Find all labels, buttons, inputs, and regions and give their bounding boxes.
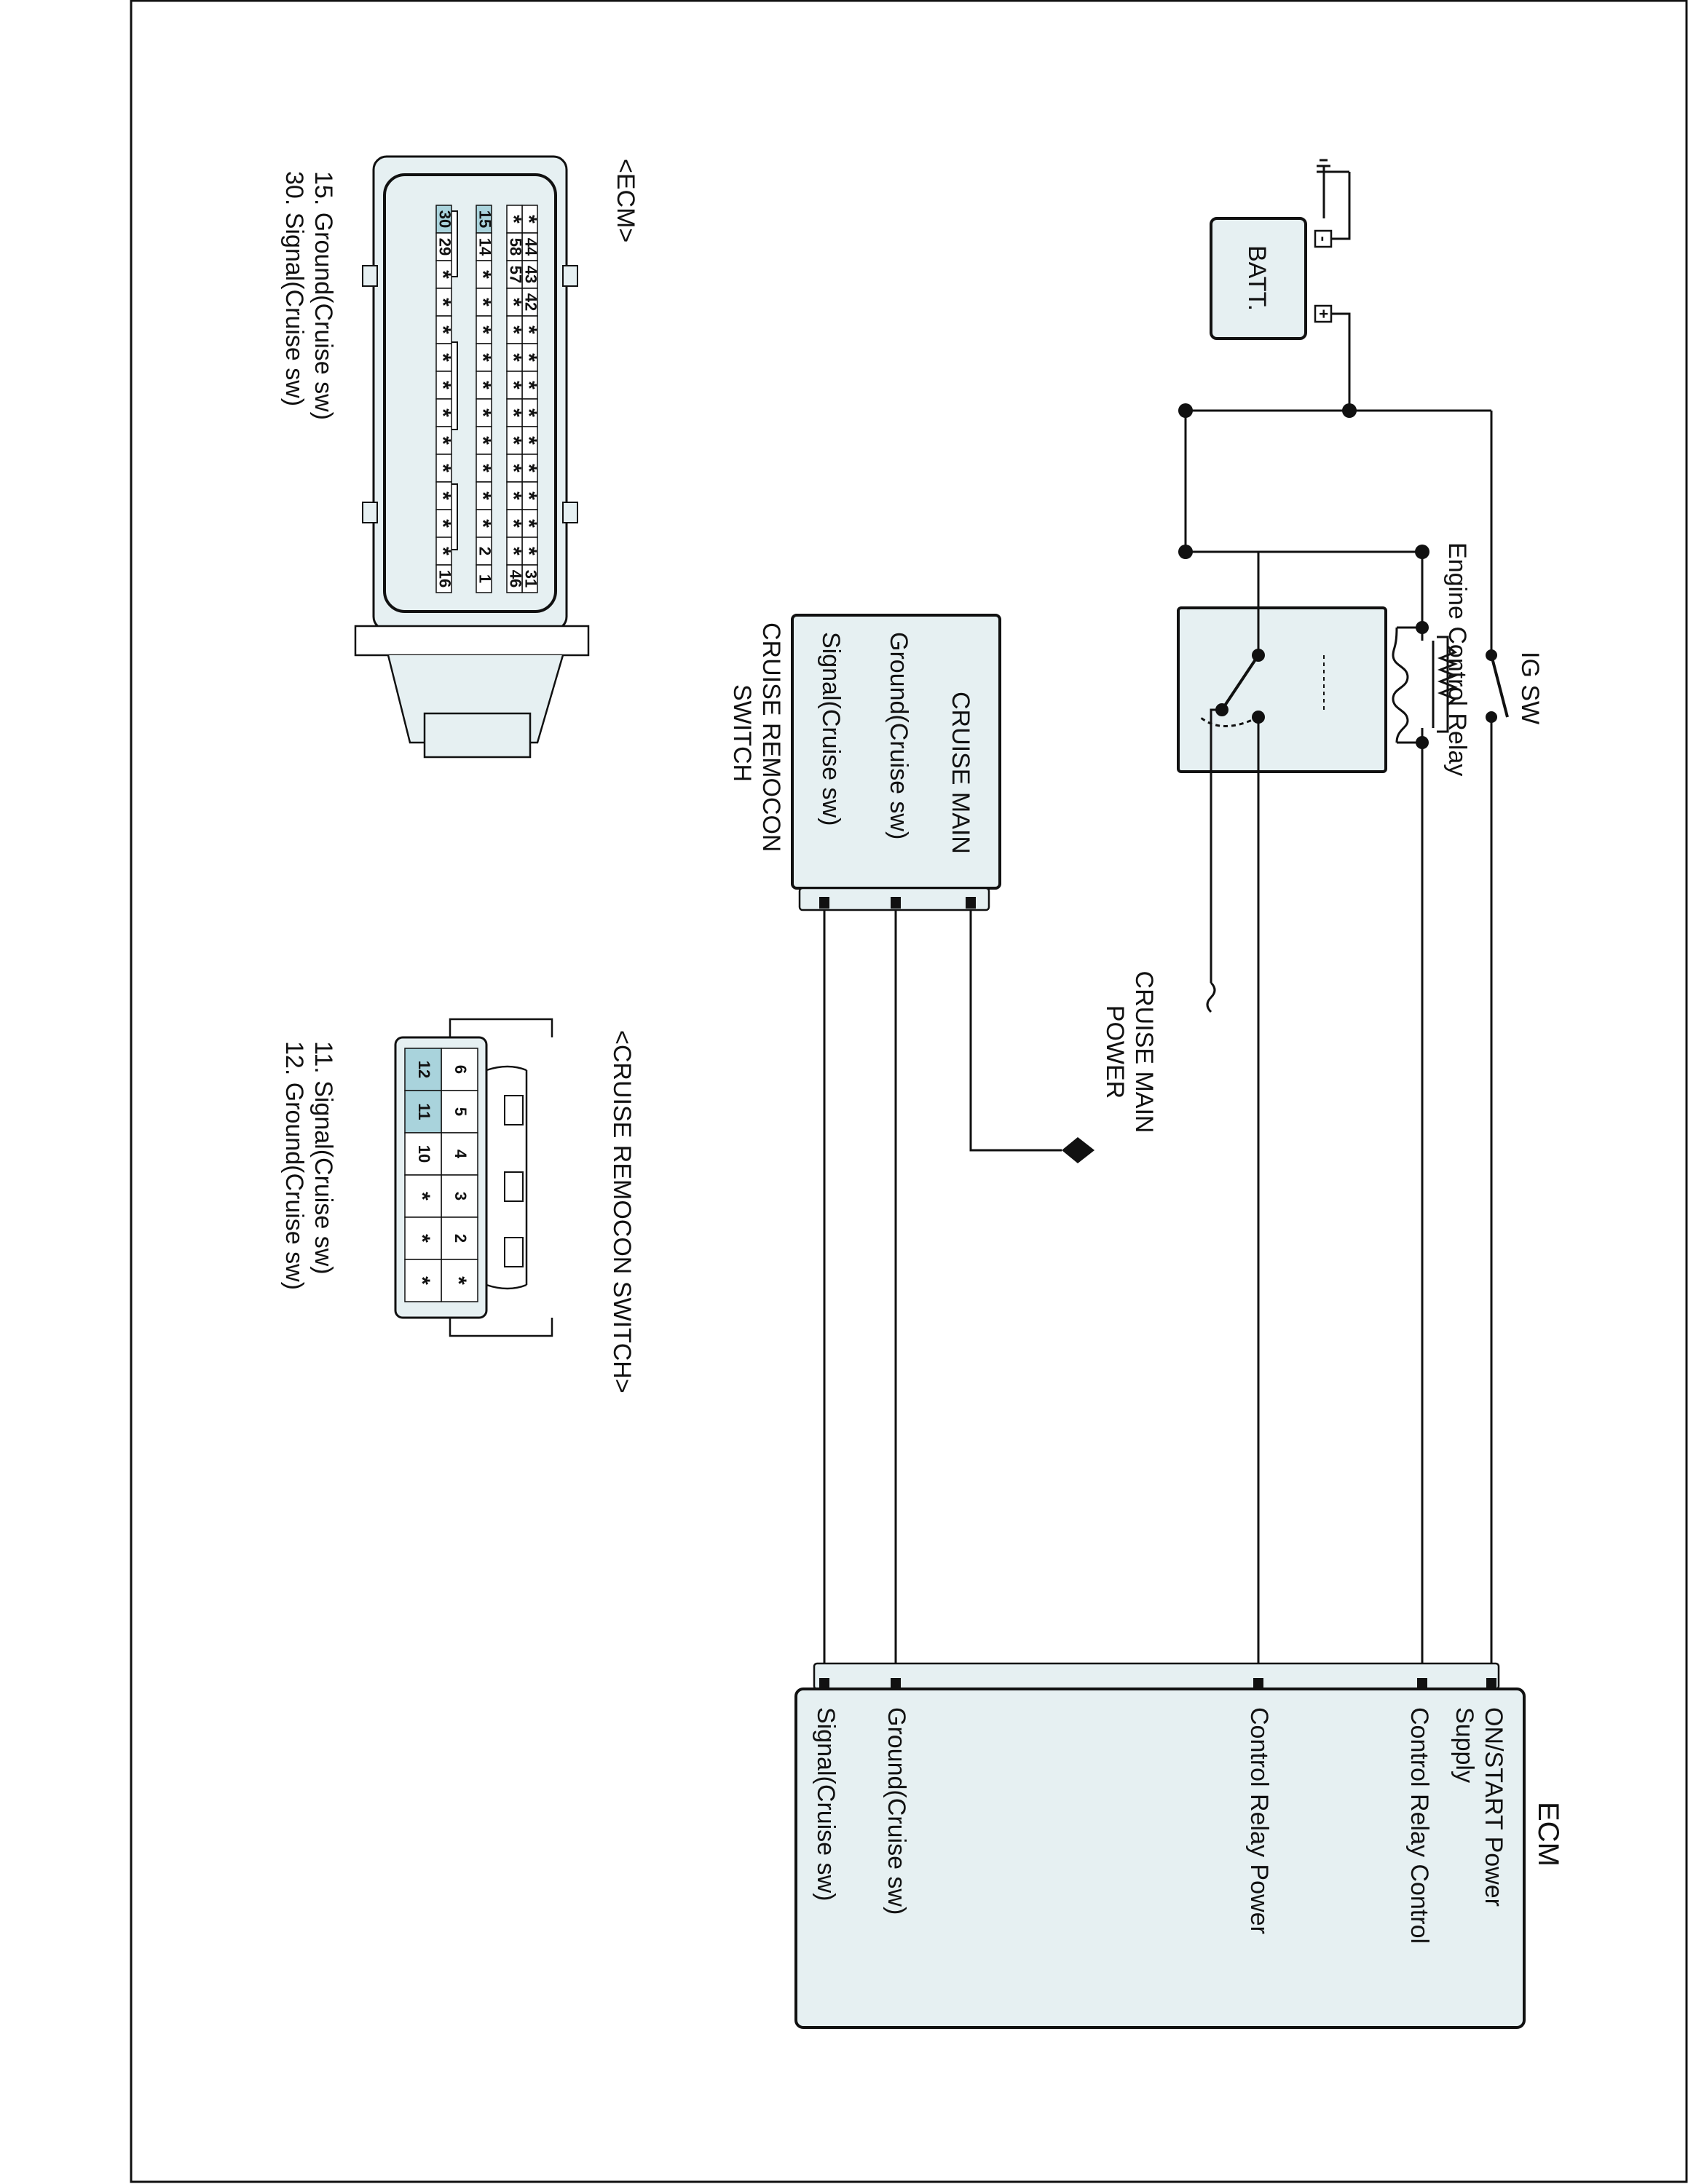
ecm-connector-pin-label: *: [431, 325, 455, 334]
ecm-connector-pin-label: *: [471, 408, 495, 417]
remocon-connector-pin-label: 4: [451, 1150, 470, 1159]
ecm-connector-pin-label: *: [471, 381, 495, 389]
ig-switch: IG SW: [1486, 411, 1544, 1693]
engine-control-relay: Engine Control Relay: [1177, 411, 1471, 1693]
ecm-connector-pin-label: *: [471, 464, 495, 472]
ecm-connector-pin-label: *: [502, 519, 526, 528]
ecm-legend-2: 30. Signal(Cruise sw): [280, 171, 308, 406]
ecm-connector-pin-label: *: [502, 298, 526, 306]
ecm-connector-pin-label: *: [431, 436, 455, 445]
ecm-connector-pin-label: 16: [436, 570, 454, 587]
cruise-power-label-2: POWER: [1101, 1005, 1129, 1099]
ecm-connector-pin-label: *: [431, 464, 455, 472]
ecm-pin-1-line2: Supply: [1451, 1707, 1478, 1783]
ecm-connector-pin-label: *: [431, 519, 455, 528]
remocon-connector-pin-label: *: [410, 1276, 434, 1285]
ecm-connector-pin-label: *: [431, 547, 455, 555]
ecm-pin-2: Control Relay Control: [1405, 1707, 1433, 1944]
ecm-connector-pin-label: *: [502, 215, 526, 223]
ecm-connector-pin-label: 30: [436, 210, 454, 228]
remocon-connector-pin-label: 12: [415, 1061, 433, 1078]
ecm-connector-pin-label: *: [502, 408, 526, 417]
ecm-connector-pin-label: 44: [522, 238, 540, 256]
ecm-connector: <ECM> *444342*********31*5857**********4…: [280, 155, 639, 759]
battery: - + BATT.: [1210, 159, 1333, 340]
ecm-title: ECM: [1532, 1802, 1564, 1867]
ecm-connector-pin-label: *: [502, 436, 526, 445]
remocon-connector-pin-label: 6: [451, 1065, 470, 1074]
ecm-connector-pin-label: *: [431, 381, 455, 389]
ecm-connector-title: <ECM>: [612, 159, 639, 242]
cruise-main-title: CRUISE MAIN: [947, 692, 974, 854]
ecm-connector-pin-label: *: [471, 353, 495, 362]
ecm-connector-pin-label: *: [431, 353, 455, 362]
relay-label: Engine Control Relay: [1443, 542, 1471, 776]
ecm-connector-cell: [435, 564, 452, 593]
ecm-connector-pin-label: *: [471, 270, 495, 279]
ig-switch-label: IG SW: [1516, 652, 1544, 724]
ecm-connector-pin-label: 43: [522, 266, 540, 283]
ecm-connector-pin-label: *: [431, 298, 455, 306]
ecm-connector-pin-label: *: [431, 491, 455, 500]
remocon-connector-cell: [404, 1259, 442, 1302]
battery-pos: +: [1314, 309, 1333, 319]
ecm-connector-pin-label: *: [431, 270, 455, 279]
ecm-connector-pin-label: *: [431, 408, 455, 417]
remocon-legend-1: 11. Signal(Cruise sw): [309, 1041, 337, 1275]
ecm-pin-3: Control Relay Power: [1245, 1707, 1273, 1934]
ecm-pin-1-line1: ON/START Power: [1480, 1707, 1507, 1907]
ecm-connector-pin-label: 57: [507, 266, 525, 283]
remocon-connector-grid: 6 5 4 3 2 * 12 11 10 * * *: [404, 1048, 478, 1302]
cruise-power-label-1: CRUISE MAIN: [1130, 971, 1158, 1133]
ecm-connector-pin-label: *: [471, 519, 495, 528]
page-frame: [130, 0, 1688, 2183]
ecm-connector-pin-label: *: [502, 547, 526, 555]
battery-neg: -: [1314, 236, 1333, 241]
remocon-connector-pin-label: *: [446, 1276, 470, 1285]
ecm-connector-pin-label: 42: [522, 293, 540, 311]
ecm-connector-pin-label: *: [502, 491, 526, 500]
ecm-pin-5: Signal(Cruise sw): [812, 1707, 840, 1901]
remocon-legend-2: 12. Ground(Cruise sw): [280, 1041, 308, 1290]
ecm-connector-cell: [506, 564, 523, 593]
ecm-connector-pin-label: *: [502, 325, 526, 334]
ecm-connector-pin-label: *: [502, 353, 526, 362]
cruise-main-switch-box: CRUISE MAIN Ground(Cruise sw) Signal(Cru…: [728, 614, 1001, 911]
remocon-connector-pin-label: 11: [415, 1103, 433, 1120]
ecm-connector-pin-label: 31: [522, 570, 540, 587]
remocon-connector-pin-label: 5: [451, 1107, 470, 1116]
remocon-connector-title: <CRUISE REMOCON SWITCH>: [608, 1030, 636, 1393]
ecm-connector-cell: [476, 564, 492, 593]
ecm-connector-pin-label: 2: [476, 547, 494, 555]
remocon-connector: <CRUISE REMOCON SWITCH> 65432*121110*** …: [280, 1018, 636, 1393]
cruise-remocon-name-1: CRUISE REMOCON: [757, 622, 785, 852]
ecm-connector-pin-label: *: [471, 325, 495, 334]
ecm-legend-1: 15. Ground(Cruise sw): [309, 171, 337, 420]
cruise-main-pin-signal: Signal(Cruise sw): [817, 632, 845, 826]
remocon-connector-pin-label: 10: [415, 1145, 433, 1163]
ecm-connector-pin-label: 14: [476, 238, 494, 256]
ecm-connector-pin-label: *: [471, 436, 495, 445]
ecm-box: ECM ON/START Power Supply Control Relay …: [794, 1662, 1564, 2029]
cruise-main-pin-ground: Ground(Cruise sw): [885, 632, 912, 839]
ecm-connector-pin-label: 46: [507, 570, 525, 587]
ecm-connector-pin-label: 1: [476, 574, 494, 583]
ecm-connector-pin-label: *: [471, 491, 495, 500]
ecm-connector-pin-label: *: [502, 464, 526, 472]
ecm-connector-pin-label: 29: [436, 238, 454, 256]
ecm-pin-4: Ground(Cruise sw): [883, 1707, 910, 1915]
remocon-connector-pin-label: 3: [451, 1192, 470, 1200]
ecm-connector-pin-label: *: [502, 381, 526, 389]
remocon-connector-pin-label: *: [410, 1192, 434, 1200]
battery-label: BATT.: [1243, 245, 1271, 311]
cruise-remocon-name-2: SWITCH: [728, 684, 756, 782]
diagram-content: - + BATT. IG SW: [280, 155, 1564, 2029]
ecm-connector-pin-label: 58: [507, 238, 525, 256]
remocon-connector-pin-label: 2: [451, 1234, 470, 1243]
ecm-connector-pin-label: *: [471, 298, 495, 306]
ecm-connector-pin-label: 15: [476, 210, 494, 228]
ecm-connector-grid: *444342*********31*5857**********463029*…: [431, 205, 541, 593]
remocon-connector-pin-label: *: [410, 1234, 434, 1243]
